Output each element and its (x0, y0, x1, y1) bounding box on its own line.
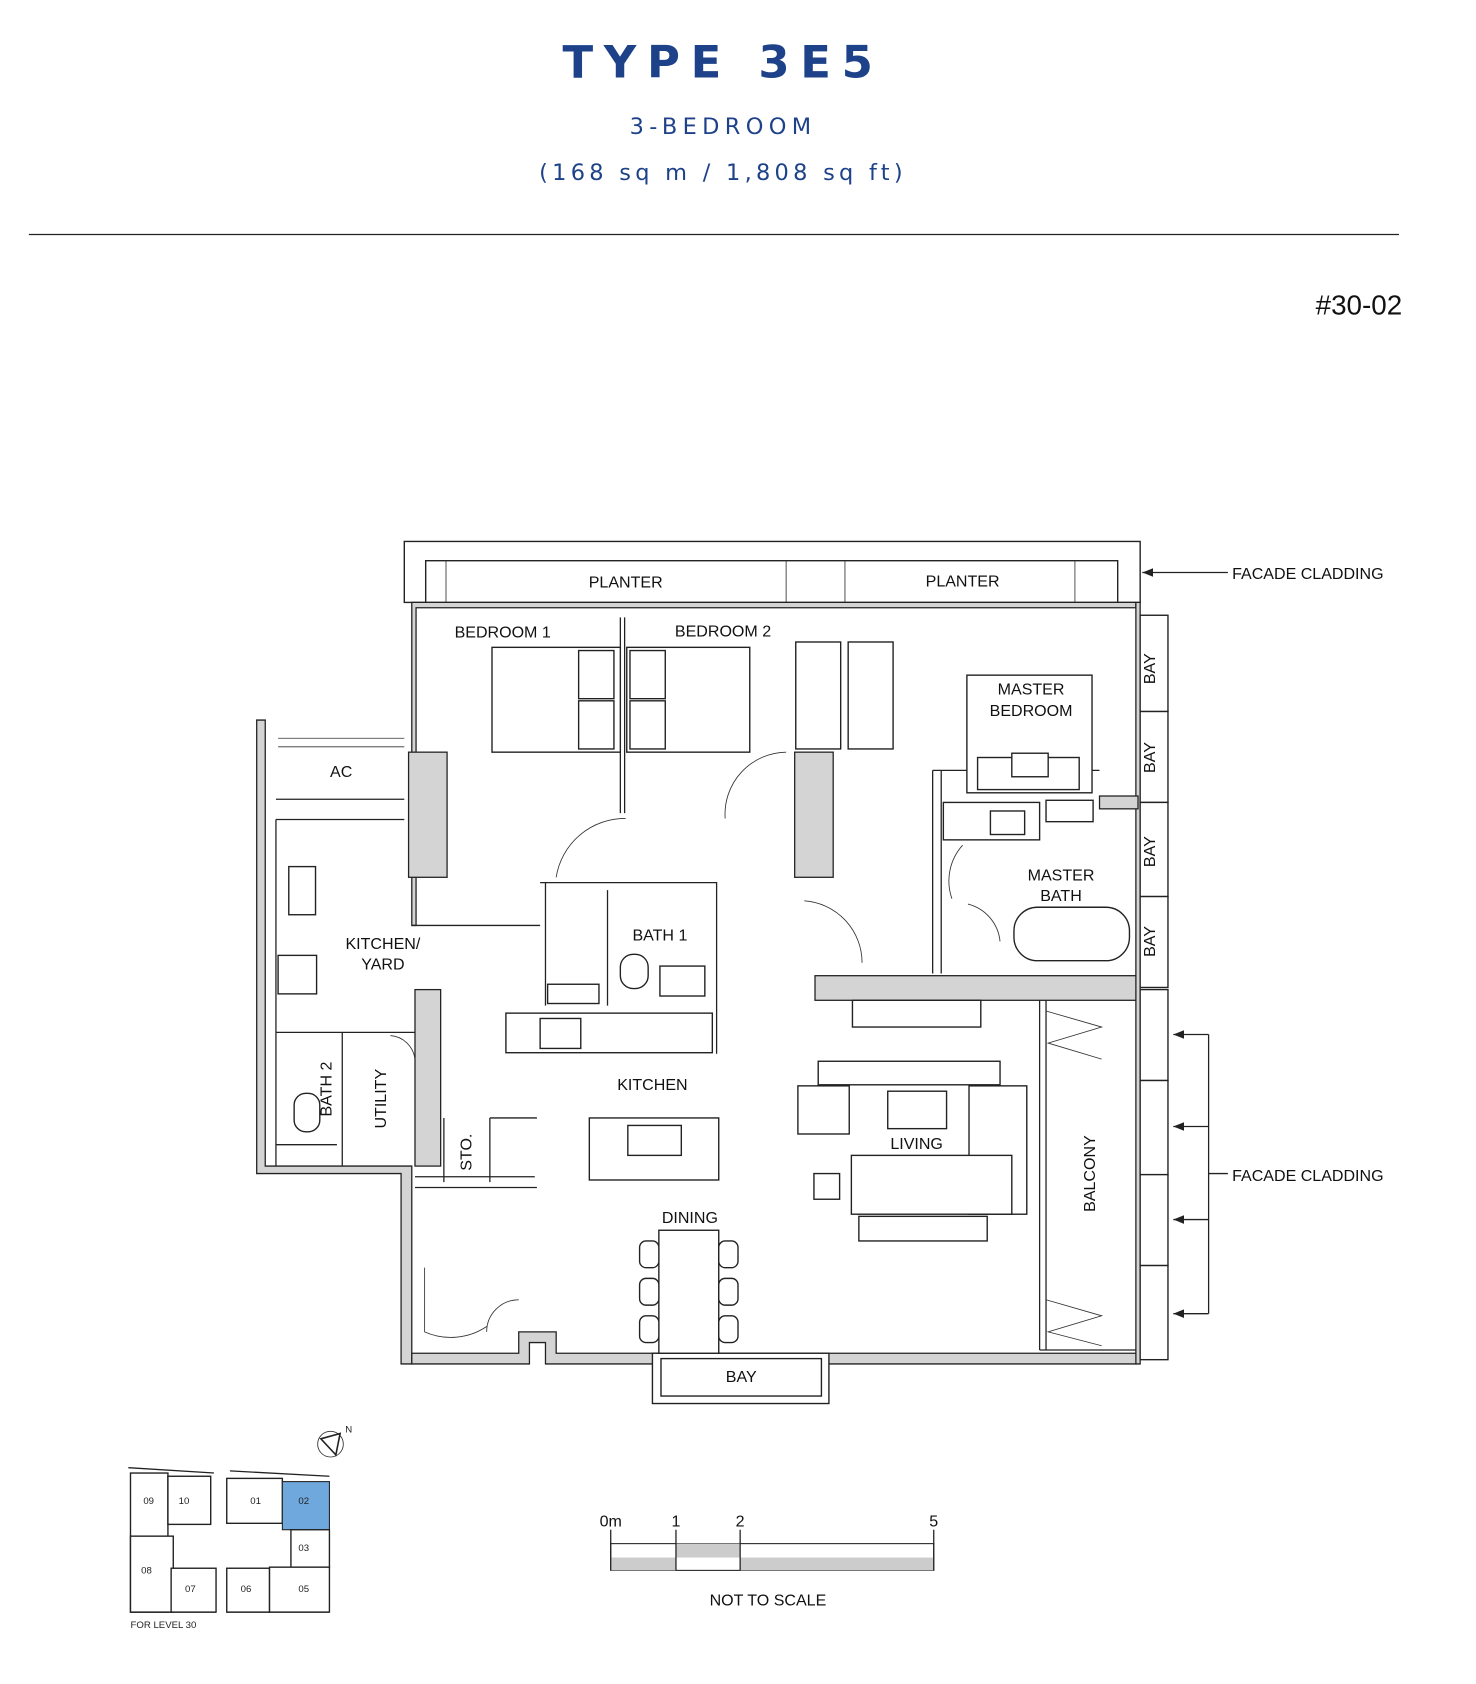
label-bay-3: BAY (1141, 836, 1159, 867)
key-plan-unit: 01 (250, 1496, 261, 1507)
scale-tick-label: 1 (672, 1513, 681, 1531)
label-ac: AC (330, 763, 352, 781)
label-facade-cladding-2: FACADE CLADDING (1232, 1167, 1383, 1185)
label-utility: UTILITY (372, 1069, 390, 1129)
unit-number: #30-02 (1316, 290, 1403, 321)
bedroom-count: 3-BEDROOM (630, 114, 817, 140)
label-dining: DINING (662, 1209, 718, 1227)
furniture (277, 641, 1131, 1354)
key-plan-unit: 05 (298, 1584, 309, 1595)
key-plan-unit: 07 (185, 1584, 196, 1595)
facade-cladding-callout-top (1142, 568, 1228, 577)
door-swings (390, 751, 1001, 1338)
key-plan-unit: 02 (298, 1496, 309, 1507)
scale-tick-label: 5 (929, 1513, 938, 1531)
label-balcony: BALCONY (1081, 1135, 1099, 1212)
label-planter-2: PLANTER (926, 572, 1000, 590)
plan-type-title: TYPE 3E5 (562, 35, 883, 88)
label-facade-cladding-1: FACADE CLADDING (1232, 565, 1383, 583)
key-plan-unit: 10 (179, 1496, 190, 1507)
label-bath-1: BATH 1 (632, 926, 687, 944)
label-bedroom-1: BEDROOM 1 (455, 624, 551, 642)
label-master-bath-line1: MASTER (1028, 867, 1095, 885)
label-kitchen-yard-line1: KITCHEN/ (345, 935, 420, 953)
label-bath-2: BATH 2 (318, 1062, 336, 1117)
key-plan-unit: 09 (143, 1496, 154, 1507)
label-living: LIVING (890, 1135, 943, 1153)
unit-area: (168 sq m / 1,808 sq ft) (539, 160, 907, 186)
scale-note: NOT TO SCALE (710, 1592, 827, 1610)
label-master-bath-line2: BATH (1040, 887, 1082, 905)
label-master-bedroom-line2: BEDROOM (990, 702, 1073, 720)
key-plan-unit: 08 (141, 1566, 152, 1577)
key-plan-north: N (345, 1424, 352, 1435)
label-kitchen: KITCHEN (617, 1076, 687, 1094)
planter-box (403, 540, 1141, 604)
label-store: STO. (458, 1134, 476, 1171)
label-planter-1: PLANTER (589, 573, 663, 591)
north-arrow-icon (319, 1432, 342, 1457)
key-plan-unit: 03 (298, 1543, 309, 1554)
key-plan-unit: 06 (241, 1584, 252, 1595)
label-master-bedroom-line1: MASTER (998, 680, 1065, 698)
scale-tick-label: 2 (736, 1513, 745, 1531)
scale-tick-label: 0m (600, 1513, 622, 1531)
label-bedroom-2: BEDROOM 2 (675, 623, 771, 641)
label-kitchen-yard-line2: YARD (361, 955, 404, 973)
label-bay-4: BAY (1141, 926, 1159, 957)
label-bay-2: BAY (1141, 742, 1159, 773)
facade-cladding-callout-right (1173, 1030, 1228, 1318)
scale-bar (610, 1529, 935, 1571)
key-plan (128, 1430, 344, 1613)
exterior-walls (256, 601, 1169, 1405)
key-plan-unit-02-highlight (281, 1481, 330, 1531)
label-bay-bottom: BAY (726, 1368, 757, 1386)
label-bay-1: BAY (1141, 653, 1159, 684)
interior-walls (275, 617, 1139, 1351)
key-plan-caption: FOR LEVEL 30 (130, 1620, 196, 1631)
